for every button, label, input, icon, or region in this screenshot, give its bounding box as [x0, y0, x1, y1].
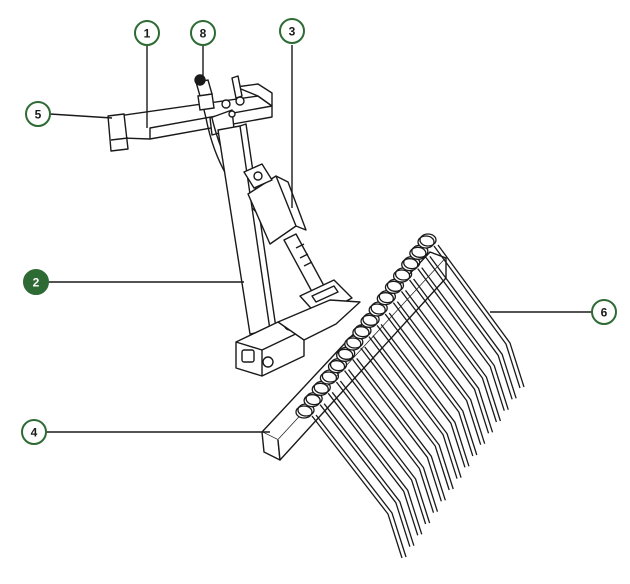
callout-circle: [190, 20, 216, 46]
rake-tine: [360, 312, 470, 468]
callout-circle: [591, 299, 617, 325]
rake-tine: [376, 290, 486, 445]
callout-circle: [134, 20, 160, 46]
rake-tine: [311, 380, 423, 536]
hitch-frame: [107, 75, 273, 152]
rake-tine: [319, 369, 431, 525]
rake-tine: [401, 256, 509, 411]
callout-circle: [23, 269, 49, 295]
callout-label: 5: [35, 108, 42, 122]
callout-label: 4: [31, 426, 38, 440]
rake-tine: [303, 392, 415, 547]
lower-bracket: [235, 279, 361, 377]
rake-tine: [295, 403, 407, 559]
callout-label: 8: [200, 27, 207, 41]
callout-6: 6: [591, 299, 617, 325]
callout-2: 2: [23, 269, 49, 295]
callout-circle: [279, 18, 305, 44]
rake-tine: [344, 335, 454, 491]
callout-4: 4: [21, 419, 47, 445]
rake-tine: [368, 301, 478, 457]
rake-tine: [327, 358, 439, 513]
callout-1: 1: [134, 20, 160, 46]
callout-5: 5: [25, 101, 51, 127]
callout-8: 8: [190, 20, 216, 46]
callout-circle: [21, 419, 47, 445]
hydraulic-connector: [194, 74, 215, 119]
rake-tines: [295, 233, 525, 559]
callout-label: 2: [33, 276, 40, 290]
rake-tine: [384, 278, 494, 434]
callout-circle: [25, 101, 51, 127]
callout-label: 3: [289, 25, 296, 39]
leader-lines: [46, 45, 592, 433]
rake-tine: [352, 324, 462, 479]
callout-label: 6: [601, 306, 608, 320]
callout-label: 1: [144, 27, 151, 41]
rake-tine: [336, 346, 446, 502]
rake-tine: [392, 267, 502, 423]
callout-3: 3: [279, 18, 305, 44]
rake-tine: [417, 233, 525, 389]
callouts: 1 8 3 5 2 6 4: [21, 18, 617, 445]
rake-tine: [409, 244, 517, 400]
